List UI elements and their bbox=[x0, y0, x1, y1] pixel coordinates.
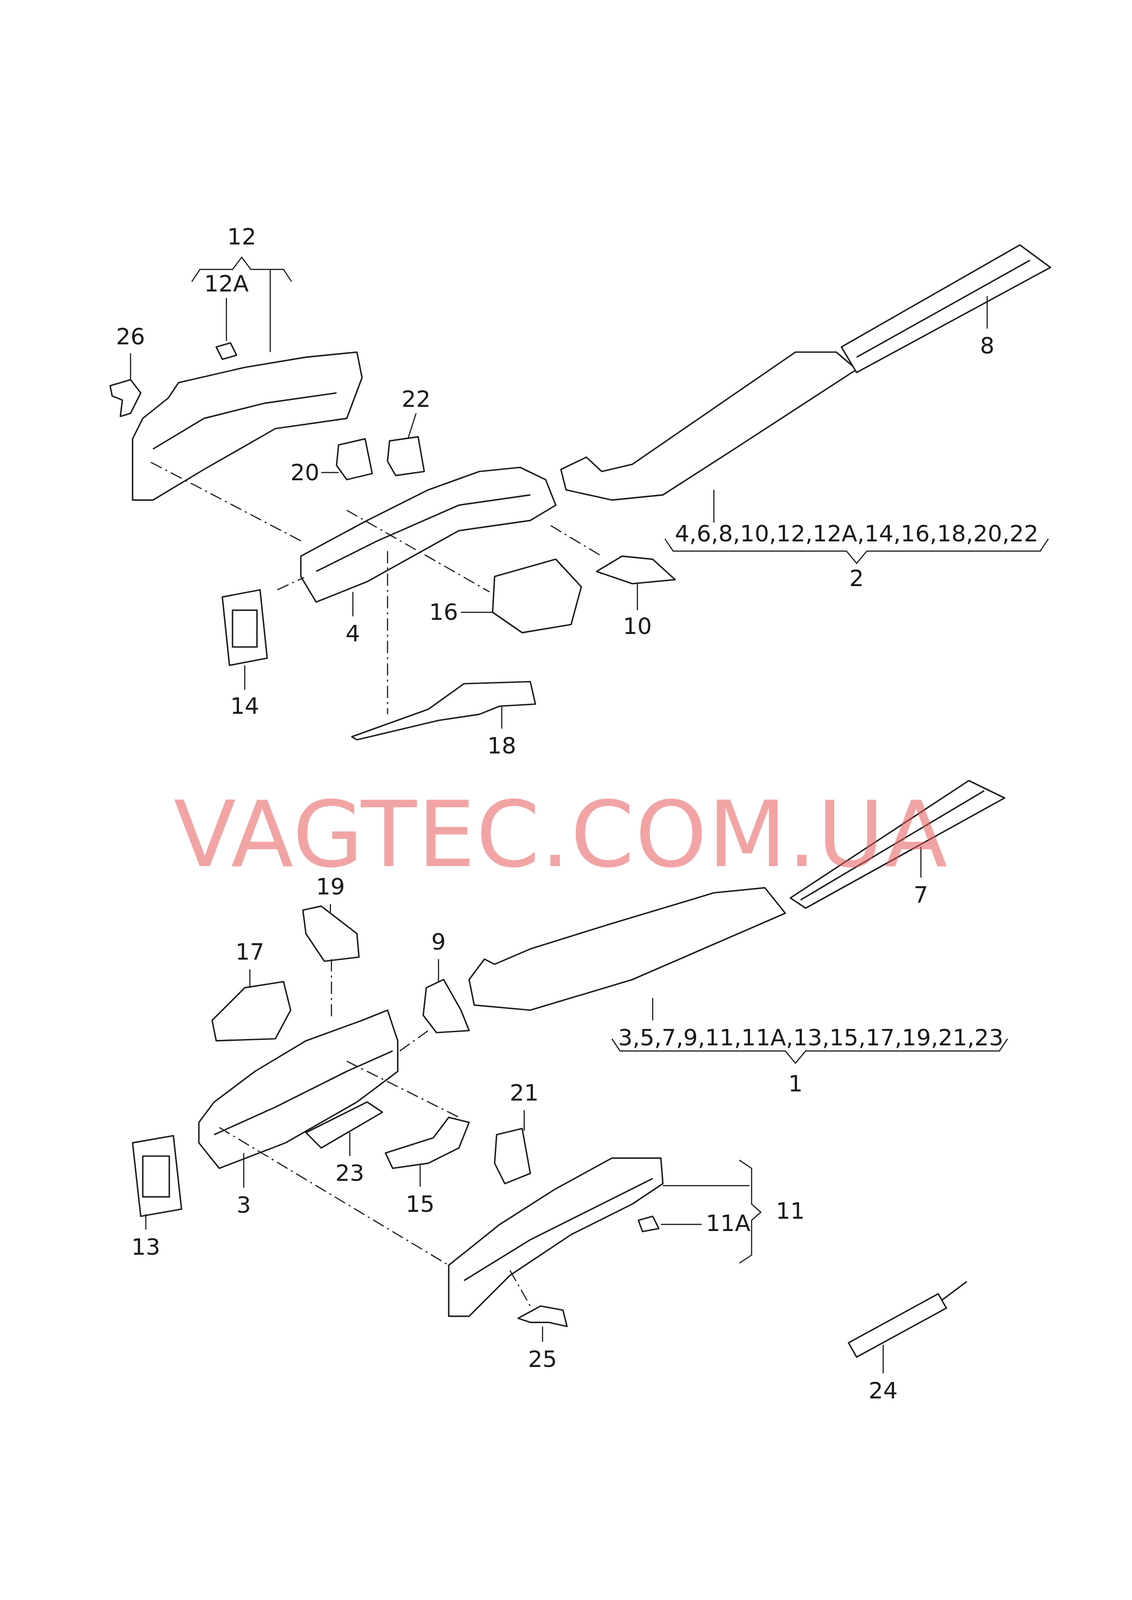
mount-plate bbox=[132, 1135, 182, 1216]
callout-number: 19 bbox=[315, 874, 346, 898]
callout-number: 26 bbox=[116, 325, 146, 348]
callout-number: 2 bbox=[849, 566, 864, 590]
callout-number: 14 bbox=[230, 694, 260, 718]
callout-number: 1 bbox=[788, 1071, 803, 1095]
sealant-tube bbox=[848, 1293, 947, 1357]
callout-number: 3 bbox=[236, 1193, 252, 1216]
front-rail-extension bbox=[132, 351, 362, 500]
callout-number: 16 bbox=[429, 600, 459, 624]
leader-lines bbox=[130, 257, 1049, 1373]
bracket bbox=[494, 1127, 531, 1184]
callout-number: 22 bbox=[401, 387, 431, 411]
rear-member bbox=[469, 887, 786, 1010]
callout-number: 10 bbox=[622, 614, 652, 638]
callout-number: 23 bbox=[335, 1161, 365, 1184]
callout-number: 17 bbox=[235, 940, 265, 963]
bracket bbox=[110, 379, 141, 417]
mount-plate bbox=[222, 589, 268, 666]
callout-number: 20 bbox=[290, 460, 320, 484]
bracket bbox=[596, 555, 676, 584]
bracket bbox=[423, 979, 470, 1033]
callout-number: 12A bbox=[204, 272, 249, 295]
callout-number: 18 bbox=[487, 733, 517, 757]
bracket bbox=[387, 436, 425, 476]
closing-plate bbox=[351, 681, 536, 740]
rear-member-section bbox=[841, 244, 1051, 373]
callout-number: 8 bbox=[979, 334, 995, 357]
callout-number: 11 bbox=[775, 1199, 806, 1222]
reinforcement bbox=[211, 981, 291, 1041]
callout-number: 9 bbox=[431, 930, 446, 953]
callout-number: 21 bbox=[509, 1080, 539, 1104]
callout-number: 3,5,7,9,11,11A,13,15,17,19,21,23 bbox=[618, 1025, 1004, 1049]
bracket bbox=[302, 905, 359, 962]
callout-number: 13 bbox=[131, 1235, 161, 1258]
rear-member bbox=[560, 351, 857, 500]
reinforcement bbox=[492, 558, 582, 633]
callout-number: 4 bbox=[345, 621, 361, 645]
closing-plate bbox=[305, 1101, 383, 1148]
bracket bbox=[385, 1116, 470, 1169]
callout-number: 15 bbox=[405, 1192, 435, 1215]
callout-number: 4,6,8,10,12,12A,14,16,18,20,22 bbox=[674, 522, 1039, 545]
callout-number: 24 bbox=[868, 1378, 898, 1402]
clip bbox=[638, 1215, 659, 1232]
callout-number: 25 bbox=[527, 1347, 558, 1370]
callout-number: 11A bbox=[705, 1211, 751, 1235]
clip bbox=[216, 342, 237, 360]
watermark: VAGTEC.COM.UA bbox=[173, 788, 949, 880]
bracket bbox=[336, 438, 373, 480]
longitudinal-member bbox=[198, 1009, 398, 1169]
callout-number: 12 bbox=[227, 225, 257, 249]
bracket bbox=[517, 1305, 567, 1327]
callout-number: 7 bbox=[913, 883, 929, 906]
front-rail-extension bbox=[448, 1157, 663, 1316]
